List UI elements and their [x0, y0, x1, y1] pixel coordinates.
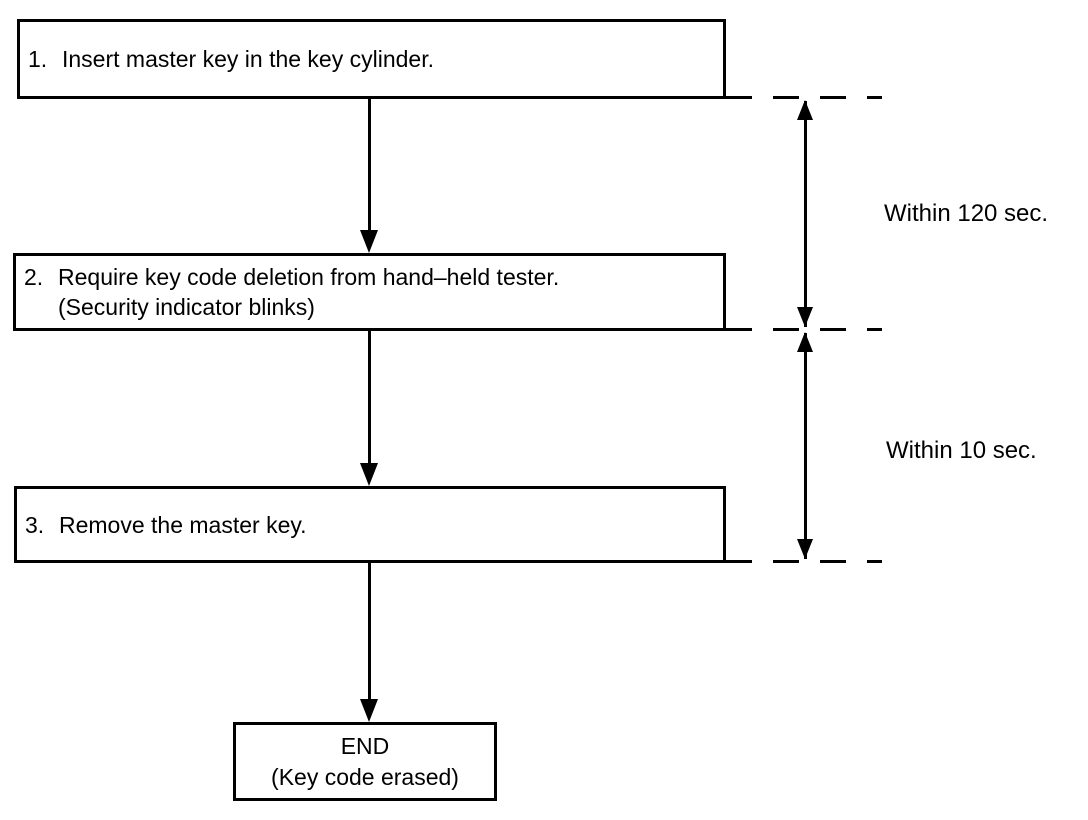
step-3-number: 3. [25, 511, 45, 538]
timing-label-1: Within 120 sec. [884, 200, 1049, 227]
timing-dashed-line-1 [726, 96, 882, 99]
step-2-box: 2. Require key code deletion from hand–h… [13, 253, 726, 331]
flow-arrow-1-line [368, 99, 371, 233]
step-2-content: 2. Require key code deletion from hand–h… [24, 262, 559, 322]
flow-arrow-3-line [368, 563, 371, 700]
step-2-line-1: Require key code deletion from hand–held… [58, 264, 560, 290]
timing-span-arrow-1-line [804, 101, 807, 327]
timing-span-arrow-1-head-up [797, 100, 813, 120]
flow-arrow-2-line [368, 331, 371, 465]
timing-span-arrow-2-head-down [797, 539, 813, 559]
timing-span-arrow-2-head-up [797, 332, 813, 352]
end-box: END (Key code erased) [233, 722, 497, 801]
flow-arrow-2-head [360, 463, 378, 486]
timing-span-arrow-1-head-down [797, 307, 813, 327]
step-2-text: Require key code deletion from hand–held… [58, 262, 559, 322]
step-1-text: Insert master key in the key cylinder. [62, 46, 434, 72]
timing-dashed-line-2 [726, 328, 882, 331]
end-box-subtitle: (Key code erased) [271, 763, 459, 790]
step-1-box: 1. Insert master key in the key cylinder… [17, 19, 726, 99]
flow-arrow-1-head [360, 230, 378, 253]
end-box-title: END [340, 732, 390, 759]
timing-span-arrow-2-line [804, 333, 807, 559]
step-3-box: 3. Remove the master key. [14, 486, 726, 563]
step-3-text: Remove the master key. [59, 511, 307, 538]
timing-dashed-line-3 [726, 560, 882, 563]
flow-arrow-3-head [360, 699, 378, 722]
step-1-number: 1. [28, 46, 48, 72]
step-3-content: 3. Remove the master key. [25, 510, 307, 540]
timing-label-2: Within 10 sec. [886, 437, 1037, 464]
step-2-line-2: (Security indicator blinks) [58, 294, 315, 320]
step-2-number: 2. [24, 264, 44, 290]
step-1-content: 1. Insert master key in the key cylinder… [28, 44, 434, 74]
